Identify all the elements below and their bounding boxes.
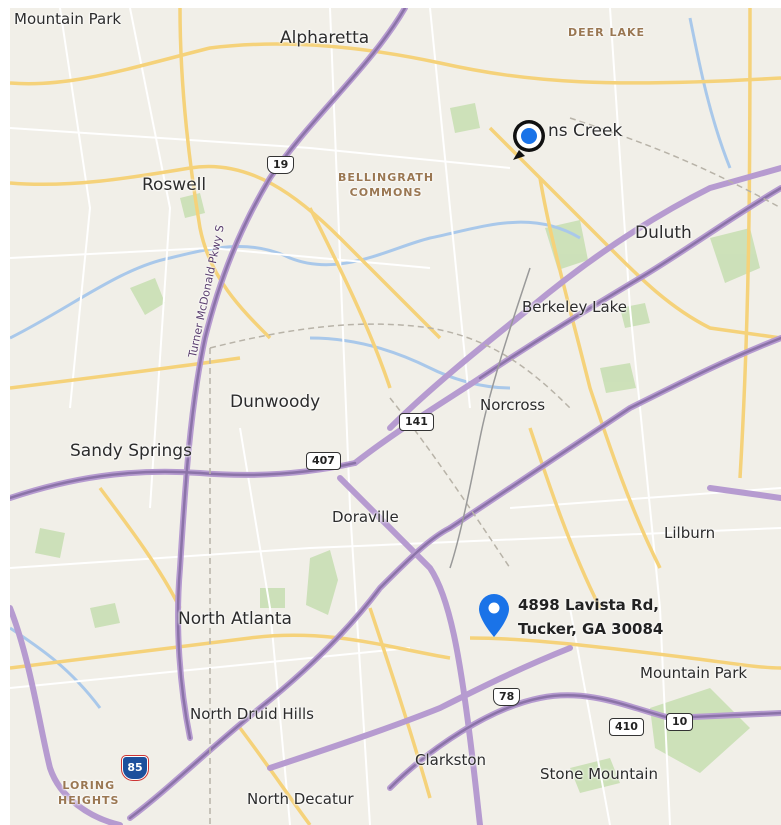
place-label-dunwoody: Dunwoody [230,392,321,412]
map-canvas[interactable]: Mountain Park Alpharetta DEER LAKE ns Cr… [10,8,781,825]
place-label-loring-heights: LORING HEIGHTS [58,779,120,807]
place-label-north-atlanta: North Atlanta [178,609,292,629]
route-shield-410: 410 [609,718,644,736]
destination-address-line2: Tucker, GA 30084 [518,620,664,638]
destination-address-line1: 4898 Lavista Rd, [518,596,659,614]
place-label-duluth: Duluth [635,223,692,243]
place-label-north-druid-hills: North Druid Hills [190,705,314,723]
highways-inner [10,8,781,820]
route-shield-us78: 78 [493,688,521,706]
place-label-lilburn: Lilburn [664,524,716,542]
place-label-mountain-park-se: Mountain Park [640,664,748,682]
place-label-mountain-park-nw: Mountain Park [14,10,122,28]
route-shield-us19: 19 [267,156,295,174]
major-roads [10,8,781,825]
place-label-norcross: Norcross [480,396,546,414]
route-shield-407: 407 [306,452,341,470]
place-label-deer-lake: DEER LAKE [568,26,646,39]
place-label-berkeley-lake: Berkeley Lake [522,298,628,316]
current-location-icon[interactable] [507,116,551,160]
place-label-clarkston: Clarkston [415,751,487,769]
destination-address: 4898 Lavista Rd, Tucker, GA 30084 [518,593,663,641]
route-shield-i85: 85 [122,756,148,780]
map-base-layer [10,8,781,825]
place-label-bellingrath-commons: BELLINGRATH COMMONS [338,171,435,199]
railroad [449,267,531,569]
route-shield-141: 141 [399,413,434,431]
place-label-north-decatur: North Decatur [247,790,354,808]
place-label-johns-creek: ns Creek [548,121,623,141]
minor-roads [10,8,781,825]
place-label-roswell: Roswell [142,175,207,195]
place-label-doraville: Doraville [332,508,399,526]
place-label-stone-mountain: Stone Mountain [540,765,658,783]
route-shield-10: 10 [666,713,694,731]
destination-pin-icon[interactable] [477,592,511,638]
place-label-sandy-springs: Sandy Springs [70,441,192,461]
place-label-alpharetta: Alpharetta [280,28,370,48]
